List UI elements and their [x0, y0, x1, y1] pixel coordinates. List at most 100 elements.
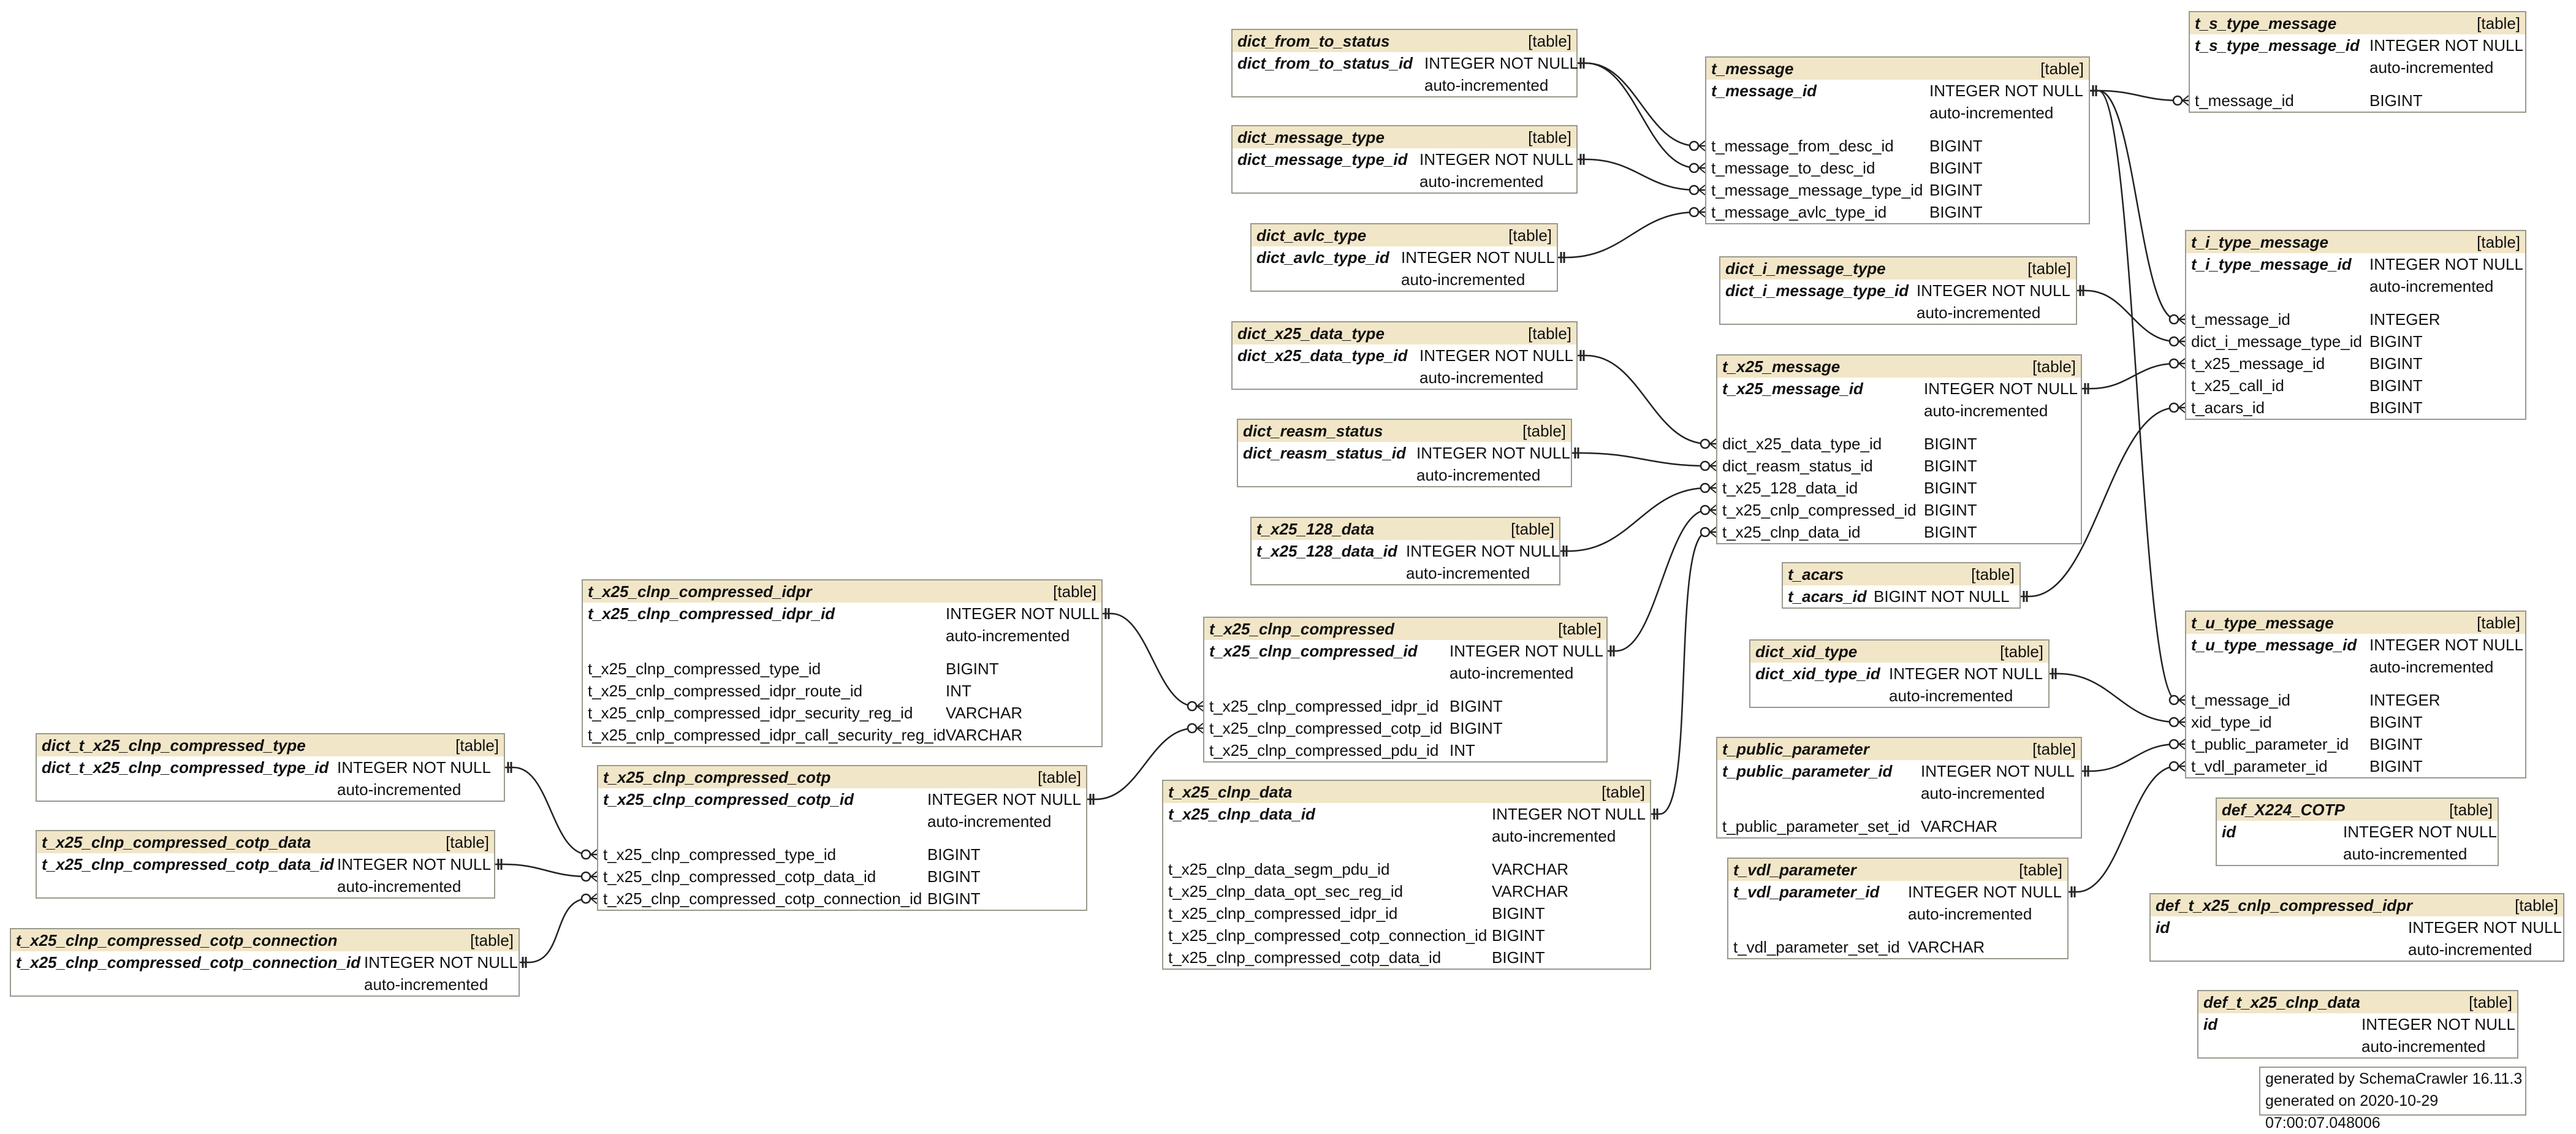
table-name: def_t_x25_cnlp_compressed_idpr: [2156, 896, 2413, 915]
zero-marker-circle: [2168, 358, 2179, 369]
relationship-line: [2082, 743, 2185, 772]
zero-marker-circle: [1700, 482, 1711, 493]
table-header: t_public_parameter[table]: [1717, 738, 2081, 760]
column-name: t_x25_clnp_compressed_cotp_connection_id: [16, 953, 361, 972]
column-name: dict_xid_type_id: [1755, 664, 1880, 683]
column-name: t_acars_id: [1788, 587, 1867, 606]
column-name: t_x25_cnlp_compressed_idpr_route_id: [588, 682, 863, 700]
table-dict-t-x25-clnp-compressed-type: dict_t_x25_clnp_compressed_type[table]di…: [36, 733, 505, 802]
column-type: BIGINT: [2369, 376, 2423, 395]
relationship-line: [1608, 509, 1716, 652]
crows-foot-line: [2178, 314, 2186, 320]
zero-marker-circle: [2168, 694, 2179, 706]
table-header: t_x25_clnp_compressed[table]: [1204, 618, 1606, 640]
table-type-label: [table]: [1038, 768, 1081, 786]
column-name: t_message_id: [2191, 691, 2290, 709]
crows-foot-line: [2178, 694, 2186, 701]
crows-foot-line: [1196, 728, 1204, 734]
column-type: INTEGER: [2369, 691, 2441, 709]
table-type-label: [table]: [2477, 233, 2520, 251]
crows-foot-line: [1698, 207, 1706, 213]
table-dict-from-to-status: dict_from_to_status[table]dict_from_to_s…: [1231, 29, 1578, 97]
column-name: dict_x25_data_type_id: [1722, 435, 1882, 453]
table-t-public-parameter: t_public_parameter[table]t_public_parame…: [1716, 737, 2082, 839]
column-name: t_public_parameter_id: [2191, 735, 2349, 753]
auto-increment-row: auto-incremented: [1204, 662, 1606, 684]
column-name: t_x25_message_id: [2191, 354, 2325, 373]
relationship-line: [2050, 672, 2185, 723]
table-name: dict_i_message_type: [1725, 259, 1886, 278]
column-type: INTEGER NOT NULL: [337, 758, 491, 777]
table-dict-x25-data-type: dict_x25_data_type[table]dict_x25_data_t…: [1231, 321, 1578, 390]
column-type: BIGINT: [1449, 719, 1503, 737]
table-t-x25-clnp-compressed-idpr: t_x25_clnp_compressed_idpr[table]t_x25_c…: [582, 579, 1103, 747]
column-type: INTEGER NOT NULL: [1406, 542, 1560, 560]
column-name: t_x25_clnp_data_id: [1722, 523, 1861, 541]
column-name: t_message_id: [1711, 82, 1817, 100]
auto-increment-note: auto-incremented: [1929, 104, 2054, 122]
table-type-label: [table]: [2032, 740, 2076, 758]
column-name: t_x25_clnp_data_segm_pdu_id: [1168, 860, 1390, 878]
table-type-label: [table]: [1522, 422, 1566, 440]
column-type: INTEGER NOT NULL: [1889, 664, 2043, 683]
table-dict-message-type: dict_message_type[table]dict_message_typ…: [1231, 125, 1578, 194]
column-name: t_acars_id: [2191, 398, 2265, 417]
table-name: dict_from_to_status: [1237, 32, 1390, 50]
zero-marker-circle: [2168, 717, 2179, 728]
relationship-t-message-to-t-s-type-message: [2090, 85, 2189, 106]
auto-increment-row: auto-incremented: [583, 625, 1101, 647]
auto-increment-note: auto-incremented: [1406, 564, 1530, 582]
table-name: t_x25_clnp_compressed_cotp_data: [42, 833, 311, 851]
column-name: dict_x25_data_type_id: [1237, 346, 1408, 365]
column-type: VARCHAR: [1492, 860, 1569, 878]
column-name: id: [2222, 823, 2236, 841]
table-name: dict_message_type: [1237, 128, 1385, 147]
table-name: dict_x25_data_type: [1237, 324, 1385, 343]
table-header: dict_xid_type[table]: [1750, 641, 2048, 663]
relationship-line: [2090, 89, 2185, 321]
column-type: INTEGER NOT NULL: [2369, 36, 2523, 55]
column-type: INTEGER NOT NULL: [2343, 823, 2497, 841]
column-name: t_x25_clnp_compressed_idpr_id: [1209, 697, 1439, 715]
column-name: t_x25_message_id: [1722, 379, 1863, 398]
column-type: BIGINT NOT NULL: [1874, 587, 2010, 606]
table-header: def_X224_COTP[table]: [2217, 799, 2498, 821]
table-header: dict_message_type[table]: [1233, 126, 1576, 148]
column-row: t_x25_clnp_compressed_cotp_connection_id…: [1163, 924, 1650, 946]
column-name: dict_avlc_type_id: [1256, 248, 1389, 267]
table-header: t_x25_message[table]: [1717, 356, 2081, 378]
column-type: VARCHAR: [1492, 882, 1569, 900]
column-name: t_message_avlc_type_id: [1711, 203, 1887, 221]
relationship-line: [1560, 487, 1716, 552]
column-name: t_x25_clnp_compressed_cotp_data_id: [42, 855, 334, 873]
column-type: INTEGER NOT NULL: [1924, 379, 2078, 398]
table-header: dict_avlc_type[table]: [1252, 224, 1557, 246]
column-type: INT: [1449, 741, 1475, 759]
column-type: BIGINT: [1492, 926, 1545, 945]
auto-increment-note: auto-incremented: [1924, 401, 2048, 420]
column-name: t_x25_clnp_compressed_idpr_id: [588, 604, 835, 623]
relationship-dict-i-message-type-to-t-i-type-message: [2077, 285, 2186, 347]
table-type-label: [table]: [2515, 896, 2558, 915]
table-name: t_vdl_parameter: [1733, 861, 1856, 879]
zero-marker-circle: [1700, 527, 1711, 538]
crows-foot-line: [2178, 699, 2186, 706]
auto-increment-note: auto-incremented: [1889, 687, 2013, 705]
column-name: t_x25_128_data_id: [1722, 479, 1858, 497]
crows-foot-line: [2178, 341, 2186, 347]
relationship-line: [1578, 62, 1705, 147]
table-name: t_acars: [1788, 565, 1844, 584]
relationship-line: [2090, 89, 2189, 102]
auto-increment-row: auto-incremented: [1750, 685, 2048, 707]
auto-increment-row: auto-incremented: [1233, 367, 1576, 389]
table-type-label: [table]: [2032, 357, 2076, 376]
crows-foot-line: [590, 893, 598, 899]
